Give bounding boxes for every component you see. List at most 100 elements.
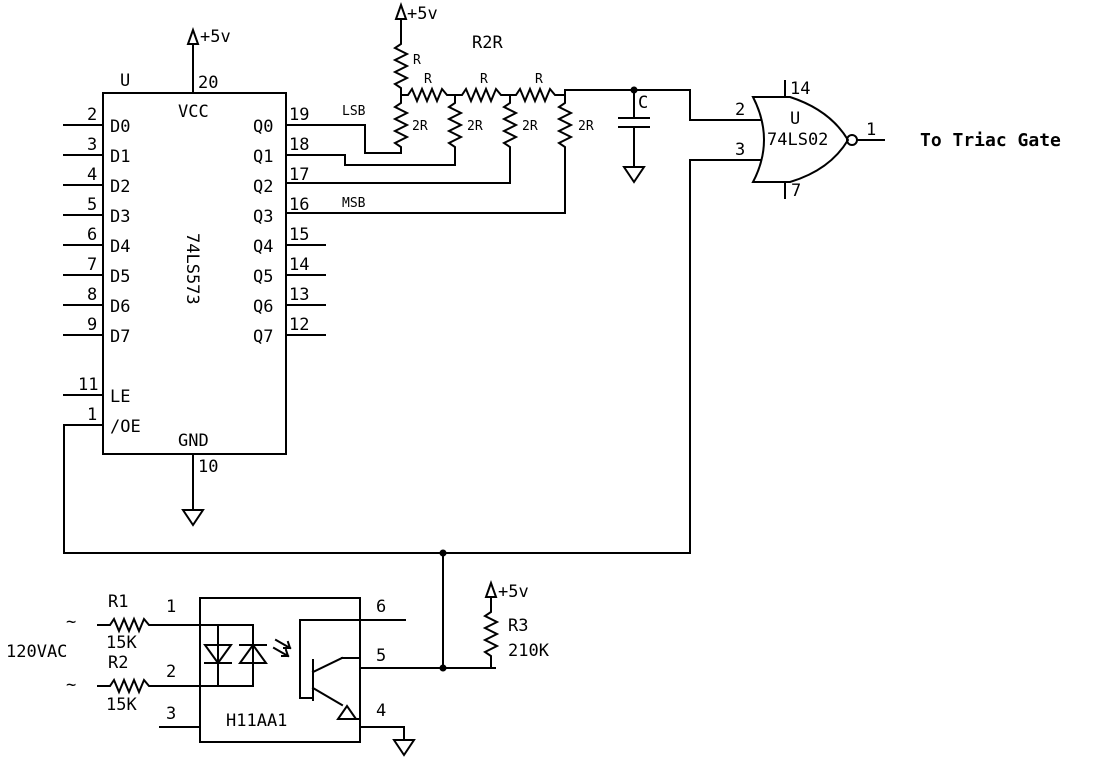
le-pin-label: LE (110, 387, 130, 407)
opto-pin-2: 2 (166, 662, 176, 682)
ladder-shunt-resistor (446, 94, 464, 166)
ladder-series-resistor (509, 86, 566, 104)
ac-label: 120VAC (6, 642, 67, 662)
emitter-arrow-icon (336, 704, 358, 720)
msb-label: MSB (342, 196, 366, 211)
pin-number: 15 (289, 225, 309, 245)
gate-ref: U (790, 109, 800, 129)
pin-label: Q6 (253, 297, 273, 317)
q1-wire (285, 154, 456, 166)
opto-pin-1: 1 (166, 597, 176, 617)
resistor-label: R (413, 53, 421, 68)
opto-pin-4: 4 (376, 701, 386, 721)
ac-symbol: ~ (66, 612, 76, 632)
pin-label: D0 (110, 117, 130, 137)
r2-ref: R2 (108, 653, 128, 673)
pin-number: 5 (87, 195, 97, 215)
collector-wire (341, 657, 361, 669)
pin-label: Q3 (253, 207, 273, 227)
le-pin-number: 11 (78, 375, 98, 395)
ladder-shunt-resistor (556, 94, 574, 214)
light-emission-icon (272, 638, 292, 658)
r3-supply: +5v (498, 582, 529, 602)
oe-feedback-wire (63, 159, 691, 554)
oe-pin-number: 1 (87, 405, 97, 425)
r2-value: 15K (106, 695, 137, 715)
pin-number: 14 (289, 255, 309, 275)
ladder-series-resistor (454, 86, 511, 104)
phototransistor-emitter (311, 686, 344, 707)
pin-number: 7 (87, 255, 97, 275)
vcc-arrow-icon (484, 580, 498, 598)
optocoupler: H11AA1 ~ ~ 120VAC R1 15K 1 R2 15K 2 3 (6, 580, 550, 757)
latch-inputs: 2 D0 3 D1 4 D2 5 D3 6 D4 7 D5 8 D6 9 D7 (63, 105, 141, 437)
base-pin-6-wire (299, 619, 406, 699)
ladder-output-wire (564, 89, 761, 121)
pin-label: Q5 (253, 267, 273, 287)
pin-label: Q1 (253, 147, 273, 167)
gate-pin-out: 1 (866, 120, 876, 140)
pin-number: 18 (289, 135, 309, 155)
ladder-series-resistor (400, 86, 456, 104)
latch-vcc-supply: +5v (200, 27, 231, 47)
pin-number: 4 (87, 165, 97, 185)
pin-label: D6 (110, 297, 130, 317)
ground-icon (181, 509, 205, 527)
pin-number: 6 (87, 225, 97, 245)
latch-ref: U (120, 71, 130, 91)
q0-wire (285, 124, 402, 154)
ladder-vcc-supply: +5v (407, 4, 438, 24)
resistor-label: 2R (412, 119, 428, 134)
pin-label: Q4 (253, 237, 273, 257)
oe-pin-label: /OE (110, 417, 141, 437)
opto-pin-3: 3 (166, 704, 176, 724)
pin-number: 17 (289, 165, 309, 185)
pin-label: D5 (110, 267, 130, 287)
pin-number: 12 (289, 315, 309, 335)
vcc-arrow-icon (394, 2, 408, 20)
ladder-shunt-resistor (501, 94, 519, 184)
latch-vcc-pin: 20 (198, 73, 218, 93)
r3-resistor (482, 596, 500, 669)
pin-number: 2 (87, 105, 97, 125)
cap-label: C (638, 93, 648, 113)
pin-number: 9 (87, 315, 97, 335)
pin-label: Q2 (253, 177, 273, 197)
opto-part: H11AA1 (226, 711, 287, 731)
pin-label: D2 (110, 177, 130, 197)
opto-pin-4-line (359, 726, 405, 741)
ground-icon (392, 739, 416, 757)
r3-value: 210K (508, 641, 550, 661)
resistor-label: R (424, 72, 432, 87)
opto-body (199, 597, 361, 743)
latch-gnd-label: GND (178, 431, 209, 451)
gate-vcc-pin: 14 (790, 79, 810, 99)
r2r-title: R2R (472, 33, 503, 53)
pin-label: D4 (110, 237, 130, 257)
resistor-label: 2R (522, 119, 538, 134)
led-icon (238, 643, 268, 664)
r1-value: 15K (106, 633, 137, 653)
pin-number: 13 (289, 285, 309, 305)
gate-gnd-pin: 7 (791, 181, 801, 201)
junction-dot (439, 664, 447, 672)
latch-vcc-label: VCC (178, 102, 209, 122)
nor-gate-body (751, 96, 850, 183)
resistor-label: R (535, 72, 543, 87)
led-icon (203, 644, 233, 665)
r3-ref: R3 (508, 616, 528, 636)
pin-number: 3 (87, 135, 97, 155)
r2-resistor (97, 677, 201, 695)
r1-resistor (97, 616, 201, 634)
resistor-label: R (480, 72, 488, 87)
gate-pin-a: 2 (735, 100, 745, 120)
latch-outputs: Q0 19 Q1 18 Q2 17 Q3 16 Q4 15 Q5 14 Q6 1… (253, 105, 326, 347)
pin-label: Q7 (253, 327, 273, 347)
pin-label: Q0 (253, 117, 273, 137)
resistor-label: 2R (467, 119, 483, 134)
latch-gnd-pin: 10 (198, 457, 218, 477)
resistor-label: 2R (578, 119, 594, 134)
pin-number: 19 (289, 105, 309, 125)
nor-gate: 14 7 U 74LS02 2 3 1 To Triac Gate (689, 79, 1061, 201)
gate-pin-b: 3 (735, 140, 745, 160)
